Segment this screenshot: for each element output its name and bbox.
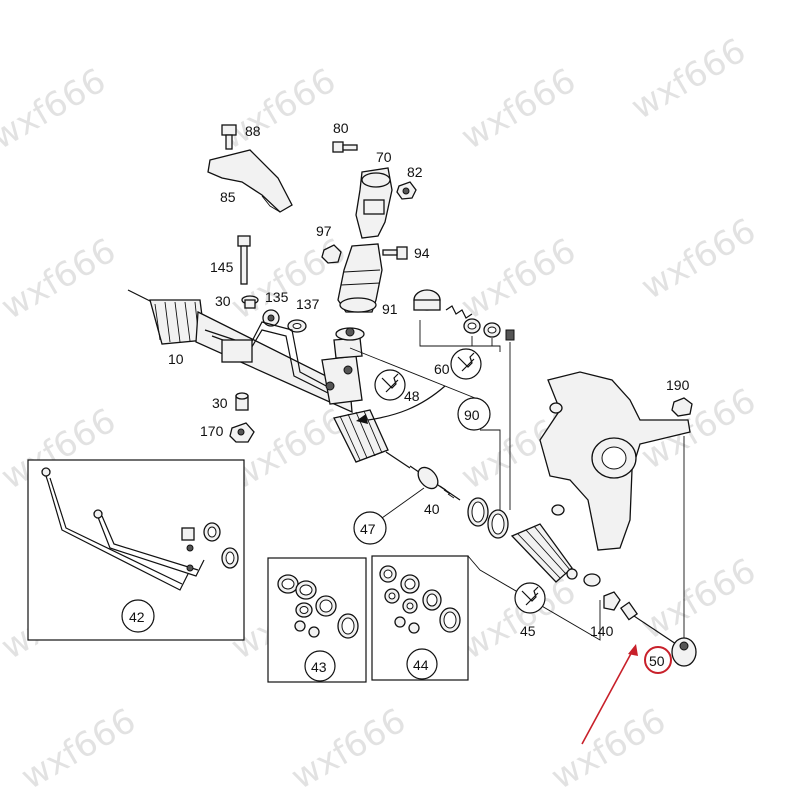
wrench-icon bbox=[521, 586, 539, 606]
watermark: wxf666 bbox=[0, 61, 113, 158]
part-70-coupling: 70 bbox=[355, 149, 393, 239]
label-45: 45 bbox=[520, 623, 536, 639]
part-97-nut: 97 bbox=[316, 223, 342, 264]
wrench-icon bbox=[457, 352, 475, 372]
label-44: 44 bbox=[413, 657, 429, 673]
label-48: 48 bbox=[404, 388, 420, 404]
callout-60: 60 bbox=[419, 320, 511, 510]
watermark-layer: wxf666 wxf666 wxf666 wxf666 wxf666 wxf66… bbox=[0, 31, 763, 798]
label-137: 137 bbox=[296, 296, 320, 312]
label-85: 85 bbox=[220, 189, 236, 205]
watermark: wxf666 bbox=[285, 701, 413, 798]
callout-47: 47 bbox=[353, 487, 425, 545]
part-cap bbox=[413, 289, 441, 311]
box-42: 42 bbox=[27, 459, 245, 641]
label-88: 88 bbox=[245, 123, 261, 139]
part-135-screw: 135 bbox=[262, 289, 289, 327]
part-82-nut: 82 bbox=[396, 164, 423, 200]
watermark: wxf666 bbox=[455, 571, 583, 668]
part-50-tie-rod-end bbox=[619, 601, 697, 667]
label-30-bottom: 30 bbox=[212, 395, 228, 411]
label-90: 90 bbox=[464, 407, 480, 423]
part-190-nut: 190 bbox=[666, 377, 693, 417]
part-80-bolt: 80 bbox=[332, 120, 358, 153]
label-43: 43 bbox=[311, 659, 327, 675]
box-43: 43 bbox=[267, 557, 367, 683]
assembly-arrow-head bbox=[356, 414, 368, 424]
part-91-boot: 91 bbox=[337, 243, 398, 317]
label-91: 91 bbox=[382, 301, 398, 317]
label-94: 94 bbox=[414, 245, 430, 261]
callout-50: 50 bbox=[644, 646, 672, 674]
box-44: 44 bbox=[371, 555, 469, 681]
part-94-bolt: 94 bbox=[382, 245, 430, 261]
watermark: wxf666 bbox=[625, 31, 753, 128]
part-170-nut: 170 bbox=[200, 422, 255, 443]
watermark: wxf666 bbox=[635, 211, 763, 308]
label-47: 47 bbox=[360, 521, 376, 537]
part-pinion-valve bbox=[333, 327, 365, 359]
label-70: 70 bbox=[376, 149, 392, 165]
label-80: 80 bbox=[333, 120, 349, 136]
part-rack-bellows-right bbox=[333, 409, 411, 469]
watermark: wxf666 bbox=[455, 231, 583, 328]
part-seals bbox=[463, 318, 515, 341]
part-clamp bbox=[583, 573, 621, 611]
callout-45: 45 bbox=[467, 555, 601, 641]
red-arrow-icon bbox=[581, 644, 638, 745]
label-145: 145 bbox=[210, 259, 234, 275]
part-145-bolt: 145 bbox=[210, 235, 251, 285]
part-40-inner-tie-rod: 40 bbox=[409, 465, 461, 517]
part-steering-knuckle bbox=[539, 371, 691, 640]
watermark: wxf666 bbox=[215, 61, 343, 158]
label-97: 97 bbox=[316, 223, 332, 239]
watermark: wxf666 bbox=[455, 61, 583, 158]
watermark: wxf666 bbox=[0, 231, 123, 328]
watermark: wxf666 bbox=[15, 701, 143, 798]
label-40: 40 bbox=[424, 501, 440, 517]
label-190: 190 bbox=[666, 377, 690, 393]
label-82: 82 bbox=[407, 164, 423, 180]
label-30-top: 30 bbox=[215, 293, 231, 309]
part-137-ring: 137 bbox=[287, 296, 320, 333]
watermark: wxf666 bbox=[635, 551, 763, 648]
wrench-icon bbox=[381, 373, 399, 393]
label-10: 10 bbox=[168, 351, 184, 367]
part-o-rings bbox=[467, 497, 509, 539]
callout-90: 90 bbox=[349, 347, 501, 510]
label-140: 140 bbox=[590, 623, 614, 639]
part-spring bbox=[445, 305, 473, 319]
label-50: 50 bbox=[649, 653, 665, 669]
label-42: 42 bbox=[129, 609, 145, 625]
part-30-fitting-bottom: 30 bbox=[212, 392, 249, 411]
part-30-fitting-top: 30 bbox=[215, 293, 259, 309]
label-60: 60 bbox=[434, 361, 450, 377]
part-85-cover: 85 bbox=[207, 149, 293, 213]
assembly-arrow bbox=[367, 385, 446, 421]
part-88-bolt: 88 bbox=[221, 123, 261, 150]
callout-48: 48 bbox=[374, 369, 420, 404]
part-boot-left bbox=[510, 523, 578, 583]
label-170: 170 bbox=[200, 423, 224, 439]
watermark: wxf666 bbox=[545, 701, 673, 798]
label-135: 135 bbox=[265, 289, 289, 305]
part-10-steering-rack: 10 bbox=[127, 289, 363, 414]
